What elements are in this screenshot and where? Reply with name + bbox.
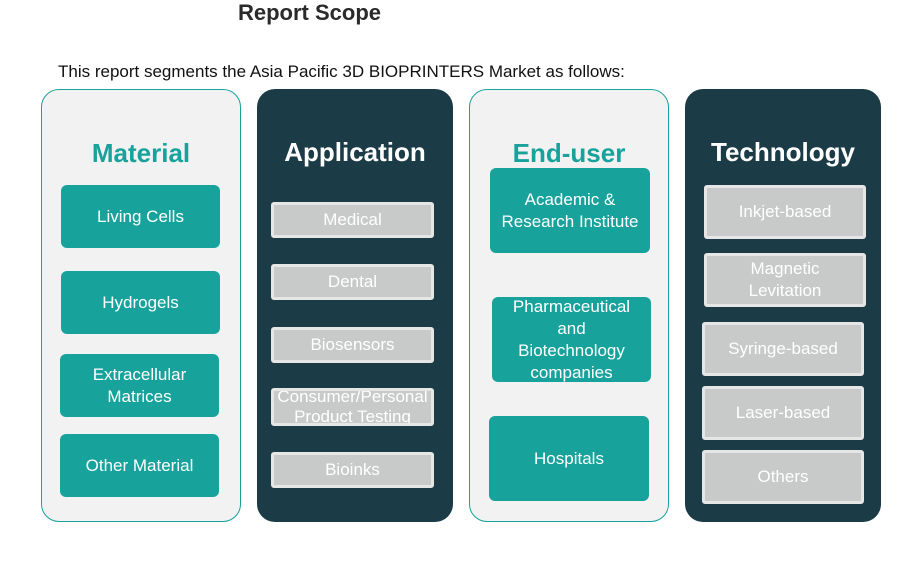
technology-item-magnetic-levitation: Magnetic Levitation	[704, 253, 866, 307]
material-item-other-material: Other Material	[60, 434, 219, 497]
application-item-label: Consumer/Personal Product Testing	[277, 388, 428, 426]
page-title: Report Scope	[238, 0, 382, 25]
end-user-item-hospitals: Hospitals	[489, 416, 649, 501]
technology-item-label: Others	[757, 467, 809, 486]
material-item-hydrogels: Hydrogels	[61, 271, 220, 334]
application-item-biosensors: Biosensors	[271, 327, 434, 363]
application-item-label: Bioinks	[325, 460, 380, 479]
material-heading: Material	[91, 138, 191, 168]
material-panel: Material Living Cells Hydrogels Extracel…	[41, 89, 241, 522]
technology-item-laser: Laser-based	[702, 386, 864, 440]
technology-item-inkjet: Inkjet-based	[704, 185, 866, 239]
application-item-label: Dental	[327, 272, 378, 291]
material-item-extracellular-matrices: Extracellular Matrices	[60, 354, 219, 417]
end-user-item-label: Hospitals	[534, 448, 604, 468]
technology-item-syringe: Syringe-based	[702, 322, 864, 376]
application-item-label: Biosensors	[310, 335, 395, 354]
application-panel: Application Medical Dental Biosensors Co…	[257, 89, 453, 522]
end-user-item-pharmaceutical: Pharmaceutical and Biotechnology compani…	[492, 297, 651, 382]
technology-heading: Technology	[711, 137, 855, 167]
technology-item-label: Inkjet-based	[738, 202, 832, 221]
end-user-item-academic: Academic & Research Institute	[490, 168, 650, 253]
material-item-label: Hydrogels	[102, 292, 179, 312]
material-item-label: Other Material	[85, 455, 194, 475]
technology-panel: Technology Inkjet-based Magnetic Levitat…	[685, 89, 881, 522]
application-item-bioinks: Bioinks	[271, 452, 434, 488]
technology-item-label: Magnetic Levitation	[748, 259, 822, 300]
technology-item-label: Syringe-based	[728, 339, 838, 358]
material-item-label: Living Cells	[97, 206, 184, 226]
application-item-dental: Dental	[271, 264, 434, 300]
end-user-panel: End-user Academic & Research Institute P…	[469, 89, 669, 522]
end-user-item-label: Academic & Research Institute	[501, 189, 639, 231]
end-user-heading: End-user	[512, 138, 626, 168]
page-subtitle: This report segments the Asia Pacific 3D…	[58, 62, 625, 81]
application-item-medical: Medical	[271, 202, 434, 238]
application-item-consumer-product-testing: Consumer/Personal Product Testing	[271, 388, 434, 426]
application-item-label: Medical	[323, 210, 382, 229]
material-item-living-cells: Living Cells	[61, 185, 220, 248]
technology-item-others: Others	[702, 450, 864, 504]
technology-item-label: Laser-based	[735, 403, 831, 422]
material-item-label: Extracellular Matrices	[92, 364, 187, 406]
application-heading: Application	[284, 137, 426, 167]
end-user-item-label: Pharmaceutical and Biotechnology compani…	[512, 296, 631, 382]
